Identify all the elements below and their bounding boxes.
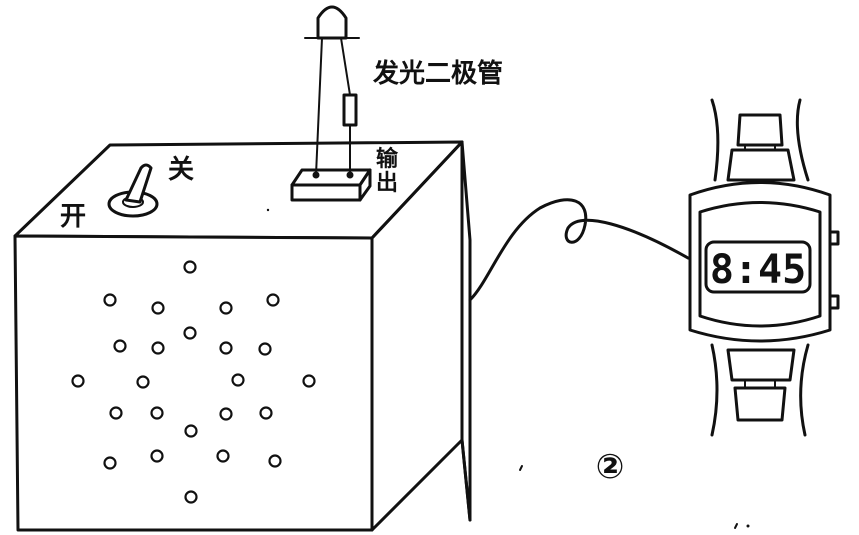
speaker-hole bbox=[231, 373, 245, 387]
led-lead-right bbox=[340, 37, 351, 96]
digital-watch: 8:45 bbox=[688, 98, 840, 437]
led-lead-left bbox=[315, 37, 323, 176]
connecting-cable bbox=[468, 198, 690, 302]
watch-screen bbox=[704, 240, 812, 294]
speaker-hole bbox=[109, 406, 123, 420]
speckle bbox=[266, 208, 270, 212]
speckle bbox=[734, 523, 738, 529]
strap-link bbox=[733, 386, 787, 422]
watch-time: 8:45 bbox=[710, 247, 806, 293]
speckle bbox=[519, 465, 523, 471]
speckle bbox=[746, 524, 750, 528]
speaker-hole bbox=[113, 339, 127, 353]
speaker-hole bbox=[258, 342, 272, 356]
speaker-hole bbox=[302, 374, 316, 388]
speaker-hole bbox=[151, 341, 165, 355]
speaker-hole bbox=[184, 424, 198, 438]
strap-link bbox=[726, 148, 796, 182]
speaker-hole bbox=[103, 456, 117, 470]
speaker-hole bbox=[219, 341, 233, 355]
speaker-hole bbox=[150, 406, 164, 420]
speaker-hole bbox=[219, 407, 233, 421]
socket-front bbox=[290, 183, 362, 202]
resistor bbox=[342, 93, 358, 127]
switch-lever bbox=[124, 163, 153, 204]
output-label-2: 出 bbox=[376, 171, 398, 196]
box-front-face bbox=[13, 234, 374, 532]
speaker-hole bbox=[183, 260, 197, 274]
led-label: 发光二极管 bbox=[372, 58, 503, 89]
speaker-hole bbox=[183, 326, 197, 340]
speaker-hole bbox=[103, 293, 117, 307]
speaker-hole bbox=[150, 449, 164, 463]
strap-link bbox=[736, 113, 784, 147]
speaker-hole bbox=[184, 490, 198, 504]
speaker-hole bbox=[216, 449, 230, 463]
box-bottom-right-edge bbox=[370, 438, 464, 532]
switch-on-label: 开 bbox=[60, 202, 86, 232]
socket-top bbox=[290, 168, 372, 187]
output-label-1: 输 bbox=[376, 146, 399, 172]
speaker-hole bbox=[151, 301, 165, 315]
led bbox=[304, 5, 360, 176]
speaker-hole bbox=[268, 454, 282, 468]
strap-upper-left bbox=[710, 98, 720, 182]
speaker-hole bbox=[259, 406, 273, 420]
speaker-hole bbox=[266, 293, 280, 307]
speaker-hole bbox=[71, 374, 85, 388]
speaker-grille bbox=[71, 260, 316, 504]
speaker-hole bbox=[136, 375, 150, 389]
strap-lower-left bbox=[710, 343, 719, 437]
switch-off-label: 关 bbox=[168, 155, 194, 185]
speaker-hole bbox=[219, 301, 233, 315]
watch-button-top bbox=[828, 230, 840, 246]
speaker-box bbox=[13, 140, 472, 532]
socket-side bbox=[358, 168, 372, 202]
watch-button-bottom bbox=[828, 294, 840, 310]
toggle-switch bbox=[107, 163, 159, 218]
figure-number: ② bbox=[596, 447, 625, 487]
strap-lower-right bbox=[799, 343, 810, 437]
output-socket bbox=[290, 168, 372, 202]
strap-link bbox=[726, 348, 796, 382]
led-bulb bbox=[316, 5, 348, 40]
box-top-right-edge bbox=[370, 140, 464, 240]
strap-upper-right bbox=[795, 98, 810, 182]
